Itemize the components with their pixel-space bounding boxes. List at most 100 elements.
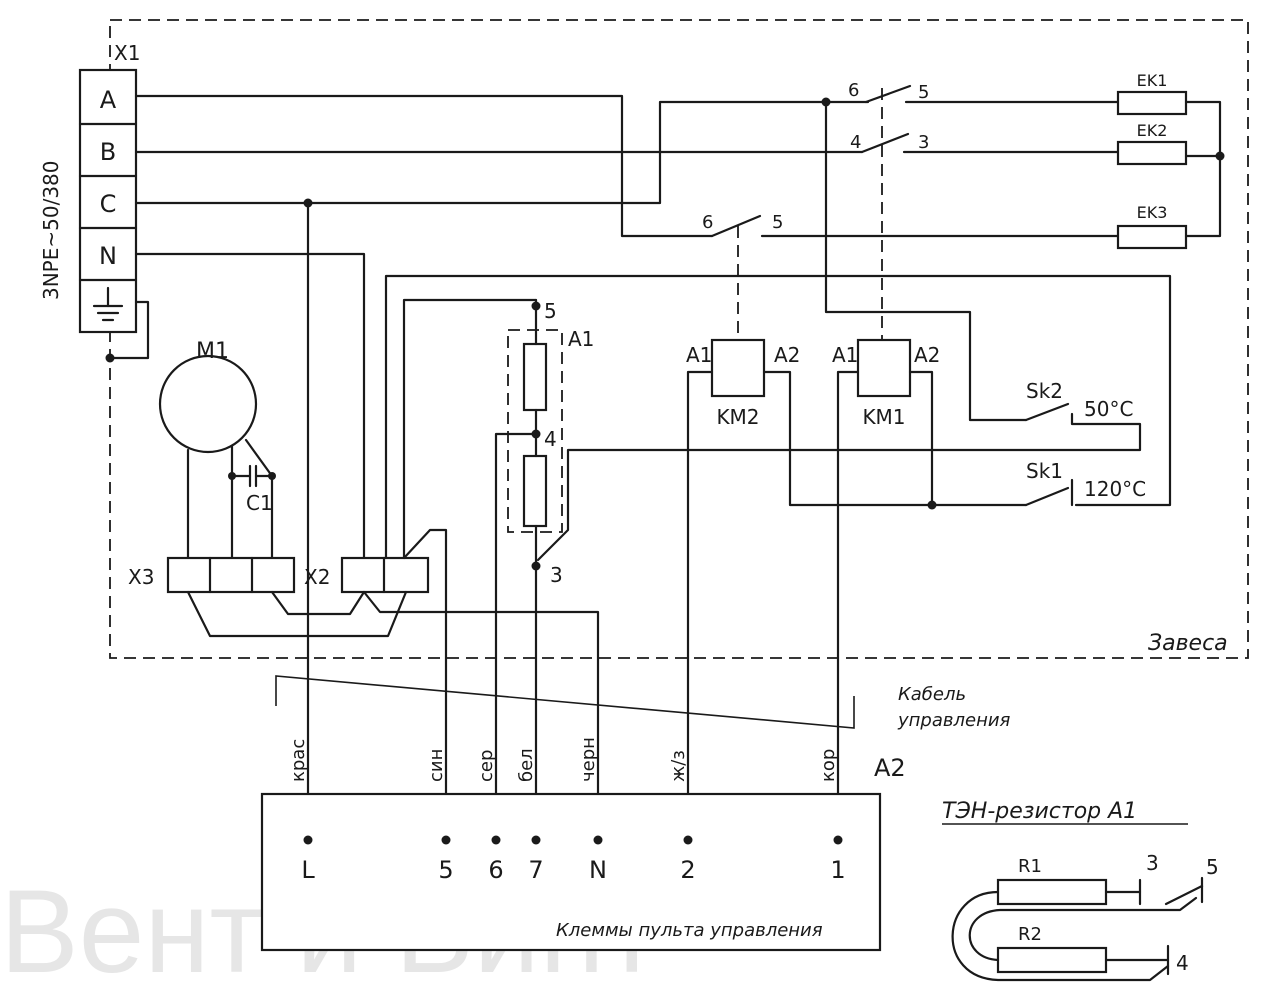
svg-text:A1: A1 [686, 343, 712, 367]
svg-text:5: 5 [772, 212, 783, 233]
capacitor-c1: C1 [228, 464, 276, 515]
terminal-n: N [99, 242, 117, 270]
phase-a-wire [134, 94, 714, 238]
enclosure-boundary [109, 19, 1249, 659]
svg-text:Кабель: Кабель [898, 684, 966, 705]
heater-ek3: EK3 [1116, 203, 1188, 250]
wire-color-label: син [426, 749, 447, 782]
enclosure-label: Завеса [1148, 631, 1228, 656]
panel-terminal-label: 6 [488, 856, 503, 884]
coil-km1: A1 A2 KM1 [832, 338, 940, 429]
svg-text:X3: X3 [128, 565, 154, 589]
inset-title: ТЭН-резистор А1 [942, 799, 1137, 824]
thermostat-sk2: Sk2 50°С [536, 379, 1142, 562]
svg-text:3: 3 [918, 132, 929, 153]
panel-terminal-label: 2 [680, 856, 695, 884]
panel-terminal-dot [441, 835, 451, 845]
terminal-block-x2: X2 [304, 556, 430, 594]
terminal-c: C [100, 190, 117, 218]
km2-a2-wire [762, 370, 1028, 507]
control-cable-marker [275, 675, 855, 729]
panel-terminal-dot [303, 835, 313, 845]
panel-terminal-dot [531, 835, 541, 845]
neutral-wire [134, 252, 366, 562]
wire-color-label: ж/з [668, 750, 689, 782]
svg-text:3: 3 [1146, 851, 1159, 875]
wire-1 [836, 370, 860, 842]
wire-5 [402, 528, 448, 842]
svg-text:5: 5 [918, 82, 929, 103]
terminal-a: A [100, 86, 117, 114]
heater-resistor-a1: A1 5 4 3 [507, 298, 594, 842]
x3-x2-wire-2 [270, 590, 366, 616]
svg-text:KM2: KM2 [716, 405, 759, 429]
wire-color-label: бел [516, 748, 537, 782]
svg-text:6: 6 [848, 80, 859, 101]
km1-a2-wire [908, 370, 934, 507]
svg-text:EK3: EK3 [1137, 203, 1168, 222]
supply-label: 3NPE~50/380 [39, 160, 63, 300]
panel-terminal-dot [833, 835, 843, 845]
pe-wire [108, 300, 150, 360]
svg-text:Sk2: Sk2 [1026, 379, 1063, 403]
contact-km1-top: 6 5 [848, 80, 1120, 104]
svg-text:6: 6 [702, 212, 713, 233]
terminal-block-x3: X3 [128, 556, 296, 594]
svg-text:4: 4 [850, 132, 861, 153]
panel-terminal-dot [593, 835, 603, 845]
control-panel-caption: Клеммы пульта управления [556, 920, 823, 941]
terminal-b: B [100, 138, 116, 166]
svg-text:5: 5 [544, 299, 557, 323]
heater-ek1: EK1 [1116, 71, 1188, 116]
svg-text:4: 4 [544, 427, 557, 451]
panel-terminal-label: 1 [830, 856, 845, 884]
thermostat-sk1: Sk1 120°С [1024, 459, 1146, 507]
wire-to-a1 [402, 298, 538, 562]
svg-text:50°С: 50°С [1084, 397, 1133, 421]
contact-km2: 6 5 [702, 212, 1120, 238]
phase-c-wire [134, 100, 870, 205]
wire-color-label: крас [288, 739, 309, 782]
inset-heater-resistor: ТЭН-резистор А1 R1 R2 3 4 5 [942, 799, 1219, 982]
panel-terminal-label: N [589, 856, 607, 884]
panel-terminal-dot [683, 835, 693, 845]
svg-text:R1: R1 [1018, 856, 1042, 877]
star-point-wire [1184, 100, 1222, 238]
svg-text:R2: R2 [1018, 924, 1042, 945]
svg-text:X2: X2 [304, 565, 330, 589]
wire-color-label: черн [578, 737, 599, 782]
heater-ek2: EK2 [1116, 121, 1188, 166]
contact-km1-mid: 4 3 [850, 132, 1120, 154]
x1-label: X1 [114, 41, 140, 65]
svg-text:A1: A1 [832, 343, 858, 367]
inset-r2 [996, 946, 1108, 974]
panel-terminal-label: 5 [438, 856, 453, 884]
wire-color-label: кор [818, 749, 839, 782]
wire-color-label: сер [476, 750, 497, 782]
svg-text:4: 4 [1176, 951, 1189, 975]
ground-icon [92, 286, 124, 322]
panel-terminal-label: L [301, 856, 315, 884]
wire-2 [686, 370, 714, 842]
motor-m1: M1 [158, 339, 274, 562]
svg-text:5: 5 [1206, 855, 1219, 879]
svg-text:A2: A2 [874, 754, 906, 782]
terminal-block-x1: X1 A B C N [78, 41, 140, 334]
coil-km2: A1 A2 KM2 [686, 338, 800, 429]
panel-terminal-dot [491, 835, 501, 845]
svg-text:M1: M1 [196, 339, 229, 364]
panel-terminal-label: 7 [528, 856, 543, 884]
svg-text:A1: A1 [568, 327, 594, 351]
svg-text:управления: управления [897, 710, 1011, 731]
wire-to-sk2 [824, 100, 1028, 422]
svg-text:120°С: 120°С [1084, 477, 1146, 501]
wire-6 [494, 432, 538, 842]
svg-text:EK2: EK2 [1137, 121, 1168, 140]
x3-x2-wire-1 [186, 590, 408, 638]
svg-text:Sk1: Sk1 [1026, 459, 1063, 483]
svg-text:A2: A2 [914, 343, 940, 367]
